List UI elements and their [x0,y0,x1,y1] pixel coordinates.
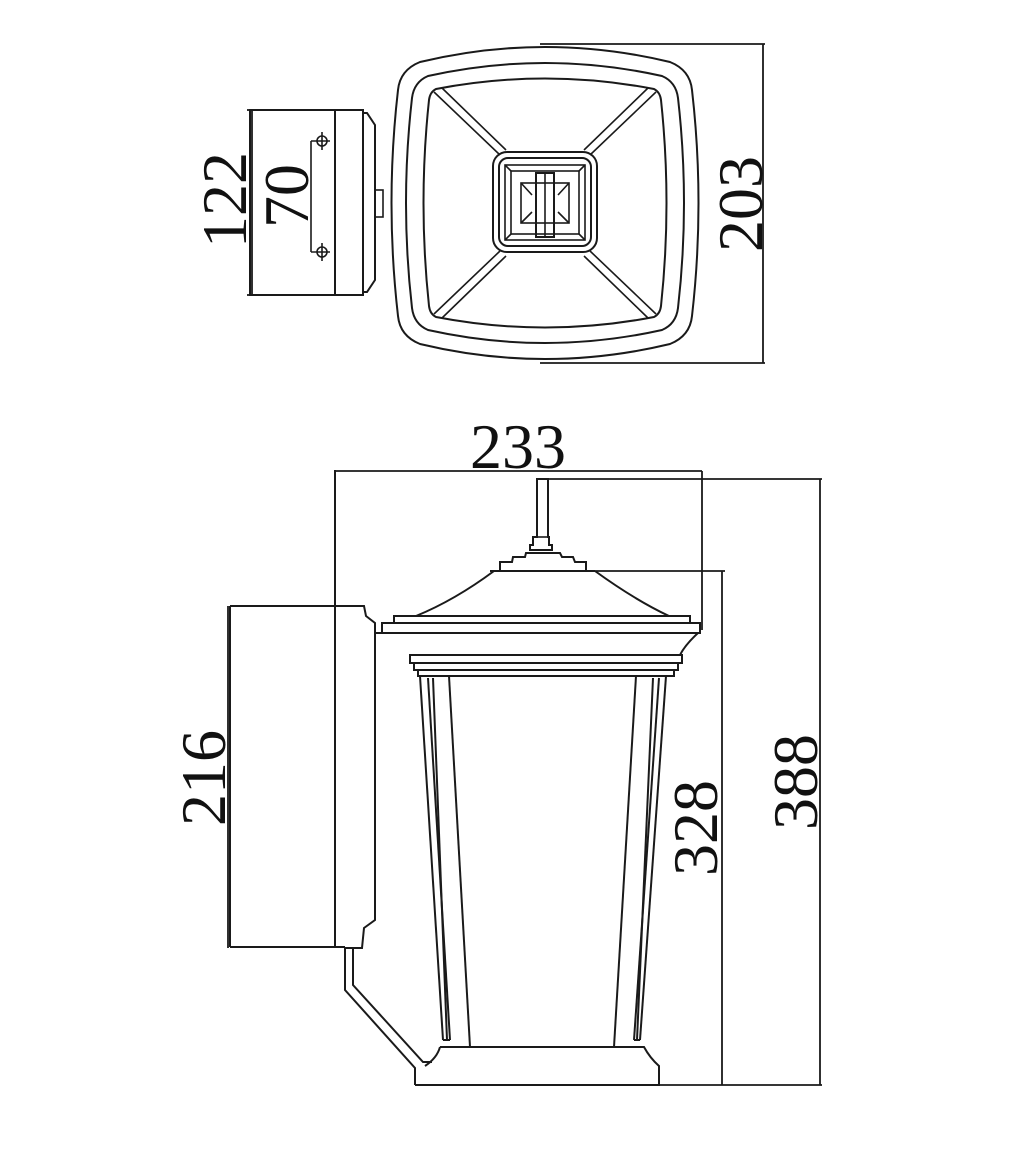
dimension-233: 233 [335,411,703,630]
dimension-388: 388 [548,478,831,1085]
side-view: 233 216 328 388 [168,411,831,1086]
top-view: 122 70 203 [189,43,776,364]
finial-top [492,151,598,253]
dimension-328: 328 [595,570,822,1086]
dimension-70: 70 [251,164,322,228]
dimension-216: 216 [168,606,239,948]
dim-label-203: 203 [705,156,776,252]
dim-label-122: 122 [189,152,260,248]
lantern-top-outline [390,46,700,360]
roof-ribs [433,87,657,319]
dim-label-70: 70 [251,164,322,228]
lantern-frame [419,675,667,1048]
dimension-203: 203 [540,43,776,364]
lantern-base [415,1046,660,1086]
mounting-holes [310,132,330,261]
dim-label-388: 388 [760,734,831,830]
dim-label-216: 216 [168,730,239,826]
backplate-top [249,109,384,296]
backplate-side [229,470,432,1085]
dim-label-233: 233 [470,411,566,482]
lantern-collar [375,632,701,677]
dim-label-328: 328 [660,780,731,876]
lantern-roof [381,478,701,634]
dimension-122: 122 [189,109,260,296]
